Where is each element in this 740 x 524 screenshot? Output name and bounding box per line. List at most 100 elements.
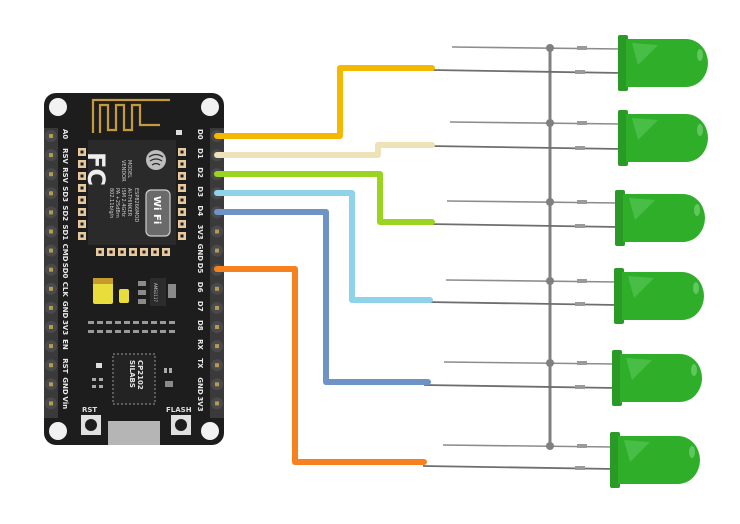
- wifi-badge: [145, 189, 171, 237]
- svg-text:AI-THINKER: AI-THINKER: [126, 188, 132, 217]
- pin-label: D2: [196, 167, 204, 178]
- pin-label: Vin: [61, 396, 69, 409]
- led-4: [425, 268, 704, 324]
- wire-d5-to-led-6: [214, 266, 427, 465]
- svg-text:SILABS: SILABS: [128, 360, 136, 388]
- mounting-hole: [49, 422, 67, 440]
- led-3: [426, 190, 705, 246]
- capacitor: [119, 289, 129, 303]
- led-flange: [618, 35, 628, 91]
- module-pads: [78, 148, 186, 256]
- pin-label: D3: [196, 186, 204, 197]
- rail-junction: [546, 442, 554, 450]
- pin-label: 3V3: [196, 396, 204, 411]
- led-anode-leg: [422, 465, 615, 470]
- led-anode-leg: [425, 301, 619, 306]
- wire-d4-to-led-5: [214, 209, 431, 385]
- voltage-regulator: [150, 278, 166, 306]
- pin-label: CLK: [61, 282, 69, 298]
- rst-label: RST: [82, 406, 97, 414]
- pin-label: D5: [196, 263, 204, 274]
- svg-text:PA +25dBm: PA +25dBm: [114, 188, 120, 218]
- pin-label: D1: [196, 148, 204, 159]
- pin-label: 3V3: [196, 225, 204, 240]
- signal-wires: [214, 65, 435, 465]
- led-flange: [615, 190, 625, 246]
- led-anode-leg: [426, 223, 620, 228]
- svg-text:ISM 2.4GHz: ISM 2.4GHz: [120, 188, 126, 217]
- wire-d2-to-led-3: [214, 171, 435, 225]
- pin-label: RST: [61, 358, 69, 373]
- pin-label: RSV: [61, 167, 69, 183]
- fcc-logo: FC: [82, 152, 110, 186]
- flash-label: FLASH: [166, 406, 192, 414]
- pin-label: D4: [196, 205, 204, 216]
- pin-label: RSV: [61, 148, 69, 164]
- led-flange: [610, 432, 620, 488]
- rail-junction: [546, 198, 554, 206]
- pin-label: RX: [196, 339, 204, 350]
- pin-label: GND: [196, 377, 204, 395]
- led-flange: [614, 268, 624, 324]
- pin-label: D6: [196, 282, 204, 293]
- wire-d1-to-led-2: [214, 142, 435, 158]
- nodemcu-board: FC MODEL VENDOR ESP8266MOD AI-THINKER IS…: [44, 93, 224, 445]
- led-2: [429, 110, 708, 166]
- led-anode-leg: [431, 69, 623, 74]
- pin-label: SD1: [61, 225, 69, 241]
- pin-label: SD0: [61, 263, 69, 279]
- led-cathode-leg: [445, 279, 619, 283]
- led-5: [423, 350, 702, 406]
- pin-label: SD2: [61, 205, 69, 221]
- pin-label: D0: [196, 129, 204, 140]
- tantalum-capacitor: [93, 278, 113, 304]
- led-array: [422, 35, 708, 488]
- left-pin-row: A0RSVRSVSD3SD2SD1CMDSD0CLKGND3V3ENRSTGND…: [45, 129, 69, 410]
- svg-text:VENDOR: VENDOR: [120, 160, 126, 182]
- pin-label: CMD: [61, 244, 69, 262]
- svg-text:CP2102: CP2102: [136, 360, 144, 390]
- pin-label: EN: [61, 339, 69, 350]
- led-cathode-leg: [451, 46, 623, 50]
- led-flange: [618, 110, 628, 166]
- led-6: [422, 432, 700, 488]
- rail-junction: [546, 44, 554, 52]
- mounting-hole: [49, 98, 67, 116]
- led-anode-leg: [423, 384, 617, 389]
- led-anode-leg: [429, 145, 623, 150]
- svg-text:Fi: Fi: [151, 214, 162, 224]
- rail-junction: [546, 277, 554, 285]
- svg-text:Wi: Wi: [151, 196, 162, 210]
- led-cathode-leg: [446, 200, 620, 204]
- svg-text:AMS1117: AMS1117: [153, 283, 158, 302]
- pin-label: D8: [196, 320, 204, 331]
- svg-text:MODEL: MODEL: [126, 160, 132, 178]
- svg-text:802.11b/g/n: 802.11b/g/n: [108, 188, 114, 218]
- pcb-antenna: [91, 98, 170, 133]
- pin-label: GND: [196, 244, 204, 262]
- pin-label: 3V3: [61, 320, 69, 335]
- module-text: MODEL VENDOR ESP8266MOD AI-THINKER ISM 2…: [108, 160, 139, 222]
- pin-label: SD3: [61, 186, 69, 202]
- espressif-logo-icon: [146, 150, 166, 170]
- led-cathode-leg: [443, 361, 617, 365]
- cp2102-chip: [112, 353, 156, 405]
- pin-label: GND: [61, 301, 69, 319]
- rail-junction: [546, 359, 554, 367]
- mounting-hole: [201, 422, 219, 440]
- wire-d3-to-led-4: [214, 190, 433, 303]
- rail-junction: [546, 119, 554, 127]
- micro-usb-port[interactable]: [108, 421, 160, 445]
- pin-label: GND: [61, 377, 69, 395]
- led-flange: [612, 350, 622, 406]
- mounting-hole: [201, 98, 219, 116]
- pin-label: A0: [61, 129, 69, 139]
- status-led: [176, 130, 182, 135]
- wire-d0-to-led-1: [214, 65, 435, 139]
- pin-label: TX: [196, 358, 204, 369]
- pin-label: D7: [196, 301, 204, 312]
- led-cathode-leg: [442, 444, 615, 448]
- led-1: [431, 35, 708, 91]
- led-cathode-leg: [449, 121, 623, 125]
